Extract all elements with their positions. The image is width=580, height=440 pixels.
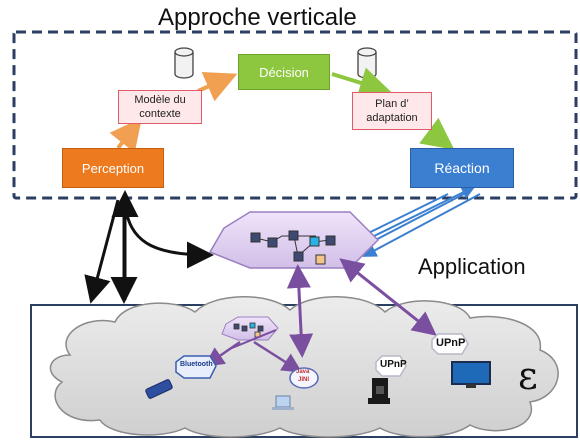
- arrow-application-upnp: [339, 258, 437, 336]
- perception-label: Perception: [81, 160, 145, 176]
- decision-node: Décision: [238, 54, 330, 90]
- adaptation-plan-label: Plan d’ adaptation: [366, 98, 418, 124]
- arrow-plan-reaction: [419, 117, 455, 150]
- environment-label: ε: [518, 354, 538, 398]
- bluetooth-device: [175, 355, 217, 379]
- context-model-label: Modèle du contexte: [134, 94, 186, 120]
- database-icon-left: [174, 47, 194, 79]
- decision-label: Décision: [259, 64, 309, 80]
- perception-node: Perception: [62, 148, 164, 188]
- reaction-node: Réaction: [410, 148, 514, 188]
- arrow-perception-modele: [109, 117, 142, 153]
- upnp-label-2: UPnP: [436, 337, 466, 349]
- bluetooth-label: Bluetooth: [180, 361, 213, 368]
- application-graph-icon: [250, 230, 336, 265]
- arrow-application-jini: [286, 264, 314, 358]
- vertical-approach-frame: [12, 30, 578, 200]
- upnp-device-2: [431, 333, 469, 355]
- arrow-decision-plan: [331, 67, 392, 99]
- arrow-local-jini: [253, 340, 303, 373]
- arrow-application-reaction: [369, 186, 476, 239]
- phone-icon: [145, 379, 173, 399]
- monitor-icon: [451, 361, 491, 388]
- arrow-reaction-application-3: [362, 193, 481, 257]
- diagram-title: Approche verticale: [158, 4, 357, 31]
- database-icon-right: [357, 47, 377, 79]
- reaction-label: Réaction: [434, 160, 490, 176]
- adaptation-plan-node: Plan d’ adaptation: [352, 92, 432, 130]
- arrow-perception-application: [123, 204, 214, 269]
- java-label: Java: [296, 369, 310, 375]
- laptop-icon: [272, 395, 294, 410]
- jini-device: [289, 367, 319, 389]
- arrow-modele-decision: [197, 71, 238, 102]
- context-model-node: Modèle du contexte: [118, 90, 202, 124]
- jini-label: JINI: [298, 377, 310, 383]
- coffee-machine-icon: [368, 378, 390, 404]
- link-local: [231, 329, 277, 349]
- upnp-device-1: [375, 355, 407, 377]
- upnp-label-1: UPnP: [380, 359, 407, 370]
- application-label: Application: [418, 254, 526, 279]
- arrow-perception-environment-1: [84, 199, 120, 304]
